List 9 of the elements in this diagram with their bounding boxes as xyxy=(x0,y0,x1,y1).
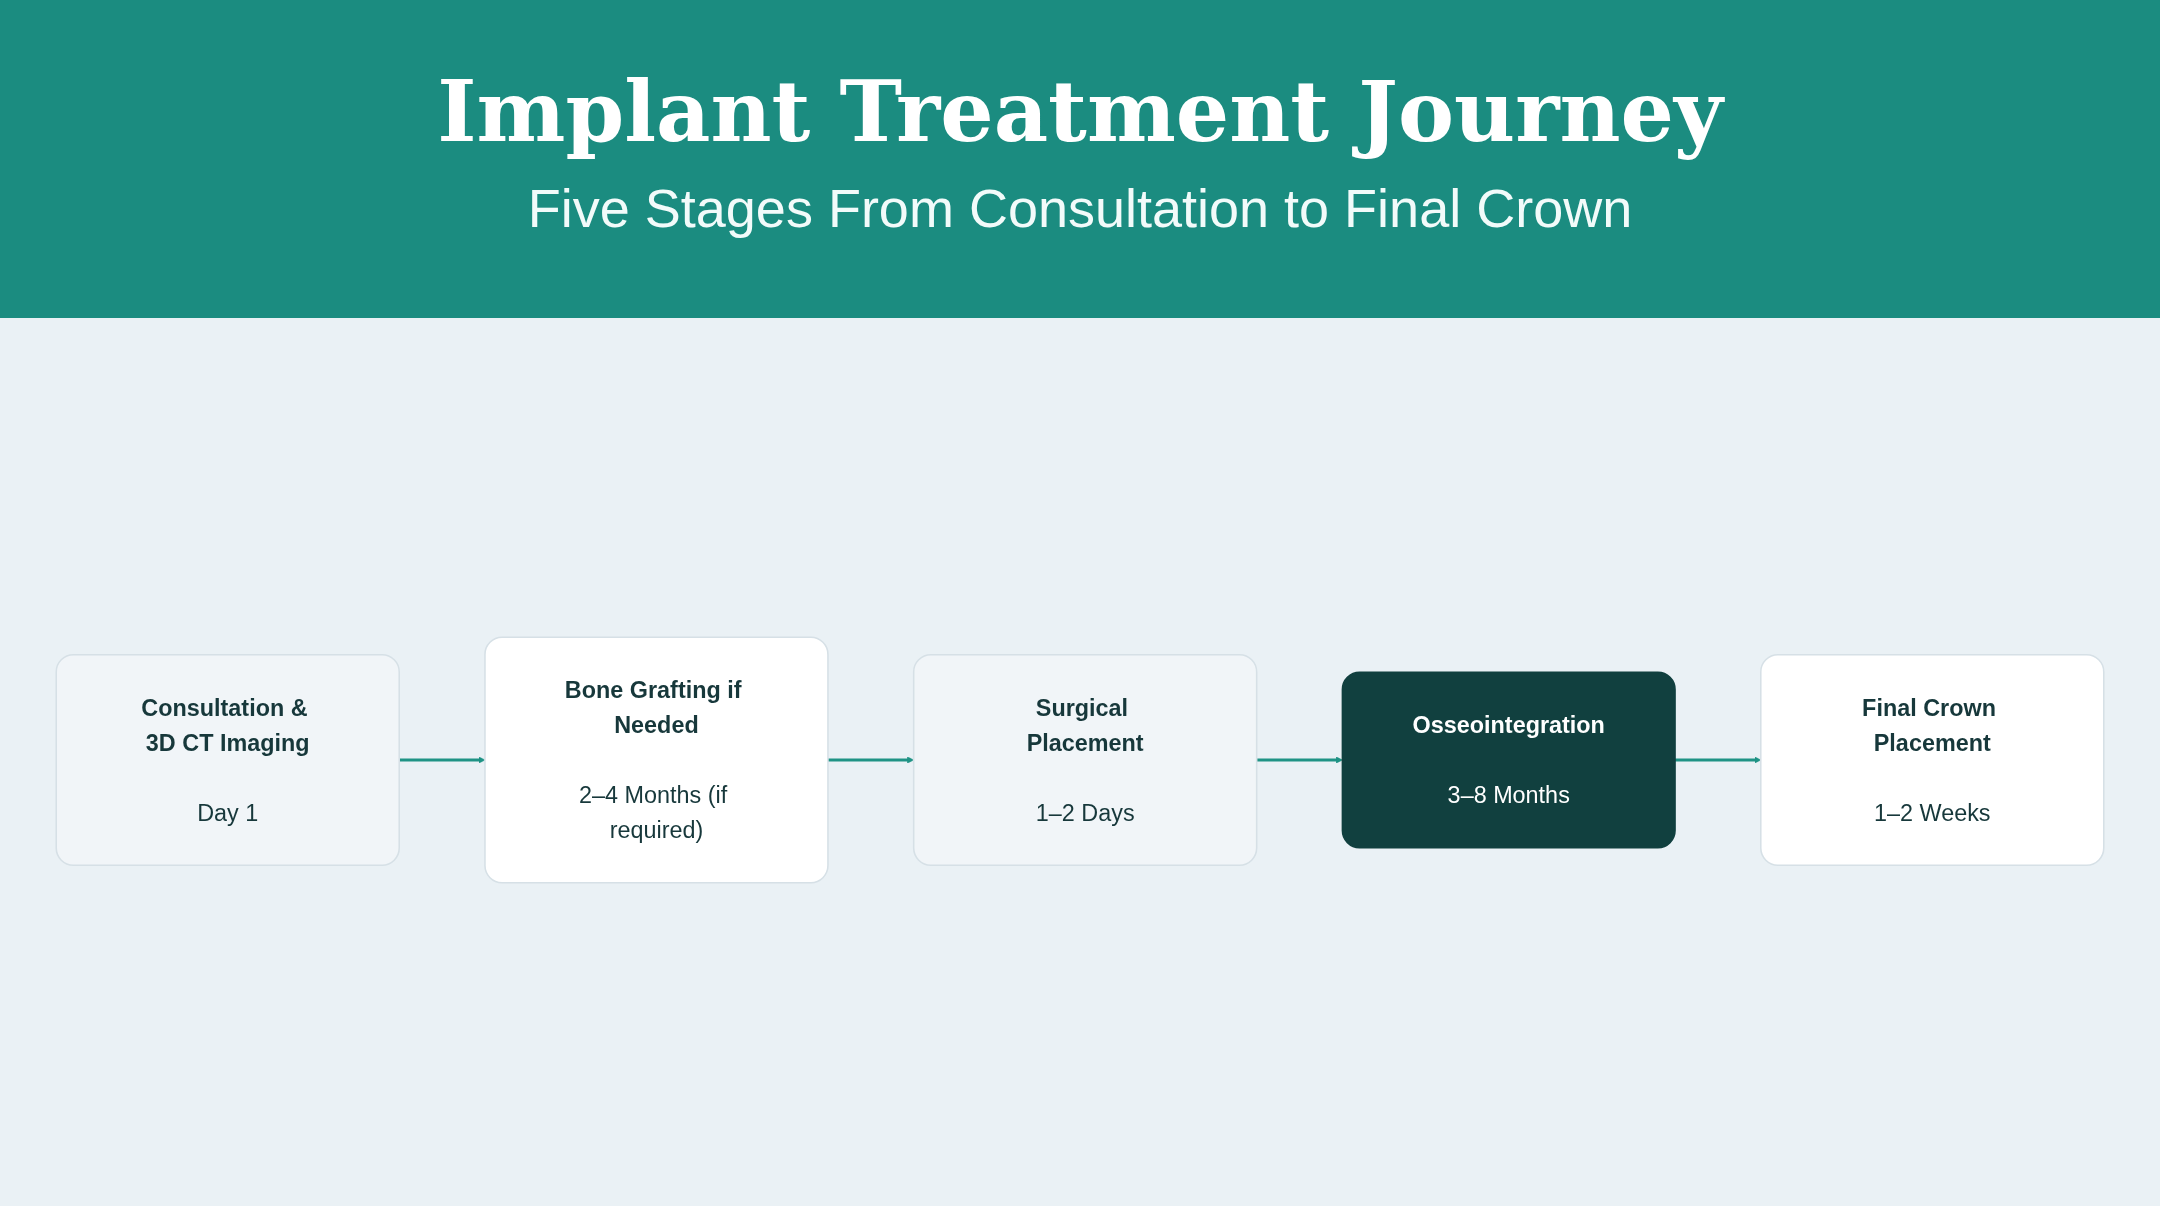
title: Implant Treatment Journey xyxy=(436,62,1726,162)
arrow xyxy=(1256,756,1343,764)
node-box: Osseointegration 3–8 Months xyxy=(1341,671,1676,849)
node-box: Surgical Placement 1–2 Days xyxy=(912,654,1258,866)
subtitle: Five Stages From Consultation to Final Crown xyxy=(526,177,1634,240)
node-box: Final Crown Placement 1–2 Weeks xyxy=(1760,654,2105,866)
node-box: Consultation & 3D CT Imaging Day 1 xyxy=(55,654,400,866)
node-box: Bone Grafting if Needed 2–4 Months (if required) xyxy=(484,636,829,884)
arrow xyxy=(827,756,914,764)
